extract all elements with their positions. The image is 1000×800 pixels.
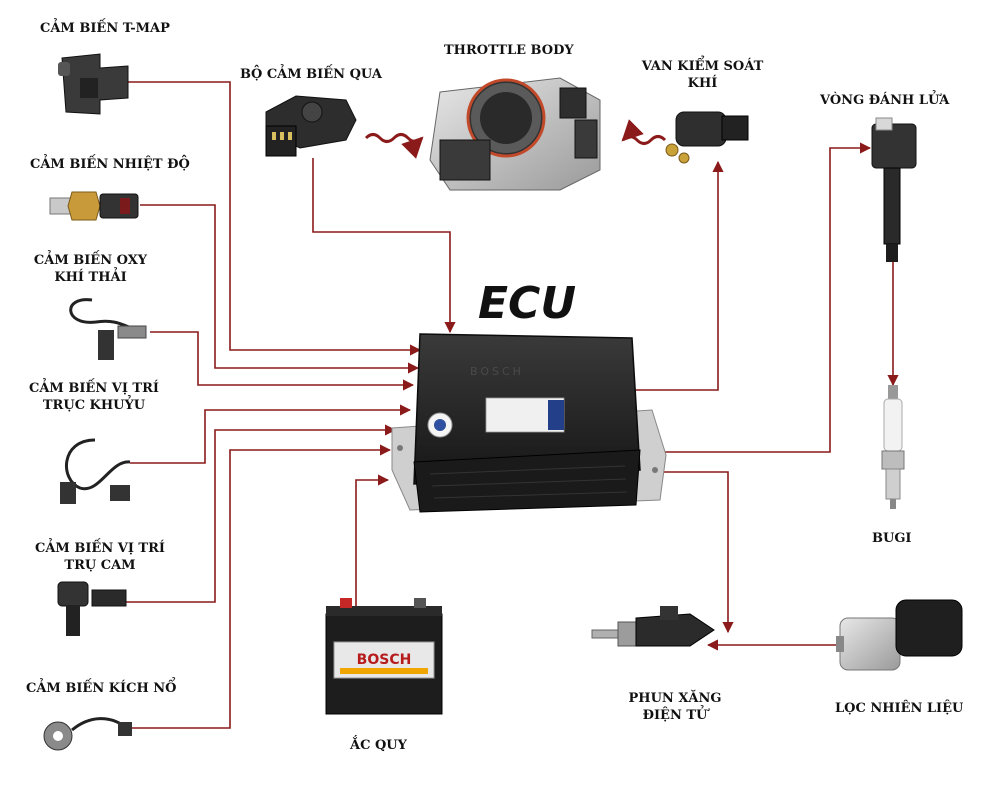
wire-cam [125, 424, 397, 603]
tps-image [265, 95, 357, 157]
battery-brand-text: BOSCH [357, 652, 412, 668]
oxygen-sensor-image [69, 298, 147, 360]
label-throttle-sensor: BỘ CẢM BIẾN QUA [240, 67, 382, 82]
label-knock-sensor: CẢM BIẾN KÍCH NỔ [26, 681, 177, 696]
bracket-hole-left [397, 445, 403, 451]
label-fuel-filter: LỌC NHIÊN LIỆU [835, 701, 964, 716]
injector-image [591, 606, 715, 647]
wire-battery [355, 474, 390, 612]
wire-knock [125, 444, 392, 729]
wire-air-valve [632, 160, 724, 391]
throttle-body-image [429, 77, 601, 191]
label-injector: PHUN XĂNG ĐIỆN TỬ [628, 691, 722, 723]
air-valve-image [665, 111, 749, 164]
label-oxygen-sensor: CẢM BIẾN OXY KHÍ THẢI [33, 253, 148, 285]
label-air-valve: VAN KIỂM SOÁT KHÍ [641, 59, 764, 91]
bracket-hole-right [652, 467, 658, 473]
tmap-sensor-image [58, 53, 129, 115]
wavy-arrow-left [364, 133, 424, 159]
label-throttle-body: THROTTLE BODY [444, 43, 574, 58]
ecu-sticker-tab [548, 400, 564, 430]
ecu-title: ECU [478, 278, 576, 329]
label-temp-sensor: CẢM BIẾN NHIỆT ĐỘ [30, 157, 190, 172]
fuel-filter-image [836, 599, 963, 671]
label-crank-sensor: CẢM BIẾN VỊ TRÍ TRỤC KHUỶU [29, 381, 159, 413]
wire-crank [130, 404, 412, 464]
wire-oxygen [150, 331, 415, 391]
temp-sensor-image [49, 191, 139, 221]
battery-image: BOSCH [325, 598, 443, 715]
knock-sensor-image [43, 717, 132, 751]
label-cam-sensor: CẢM BIẾN VỊ TRÍ TRỤ CAM [35, 541, 165, 573]
wavy-arrows [364, 119, 667, 159]
ecu-brand-text: BOSCH [470, 365, 524, 378]
spark-plug-image [881, 385, 905, 509]
cam-sensor-image [57, 581, 127, 636]
ecu-unit: BOSCH [391, 333, 667, 513]
wavy-arrow-right [621, 119, 667, 145]
wire-tmap [128, 81, 422, 356]
wire-ignition [660, 142, 872, 453]
ignition-coil-image [871, 117, 917, 262]
label-tmap: CẢM BIẾN T-MAP [40, 21, 170, 36]
wire-tps [312, 158, 456, 334]
label-ignition-coil: VÒNG ĐÁNH LỬA [820, 93, 950, 108]
label-battery: ẮC QUY [350, 738, 407, 753]
wire-injector [655, 471, 734, 634]
wires [125, 81, 899, 729]
crank-sensor-image [60, 438, 131, 504]
label-spark-plug: BUGI [872, 531, 912, 546]
wire-temp [140, 204, 420, 374]
ecu-connector-ridges [429, 465, 628, 499]
